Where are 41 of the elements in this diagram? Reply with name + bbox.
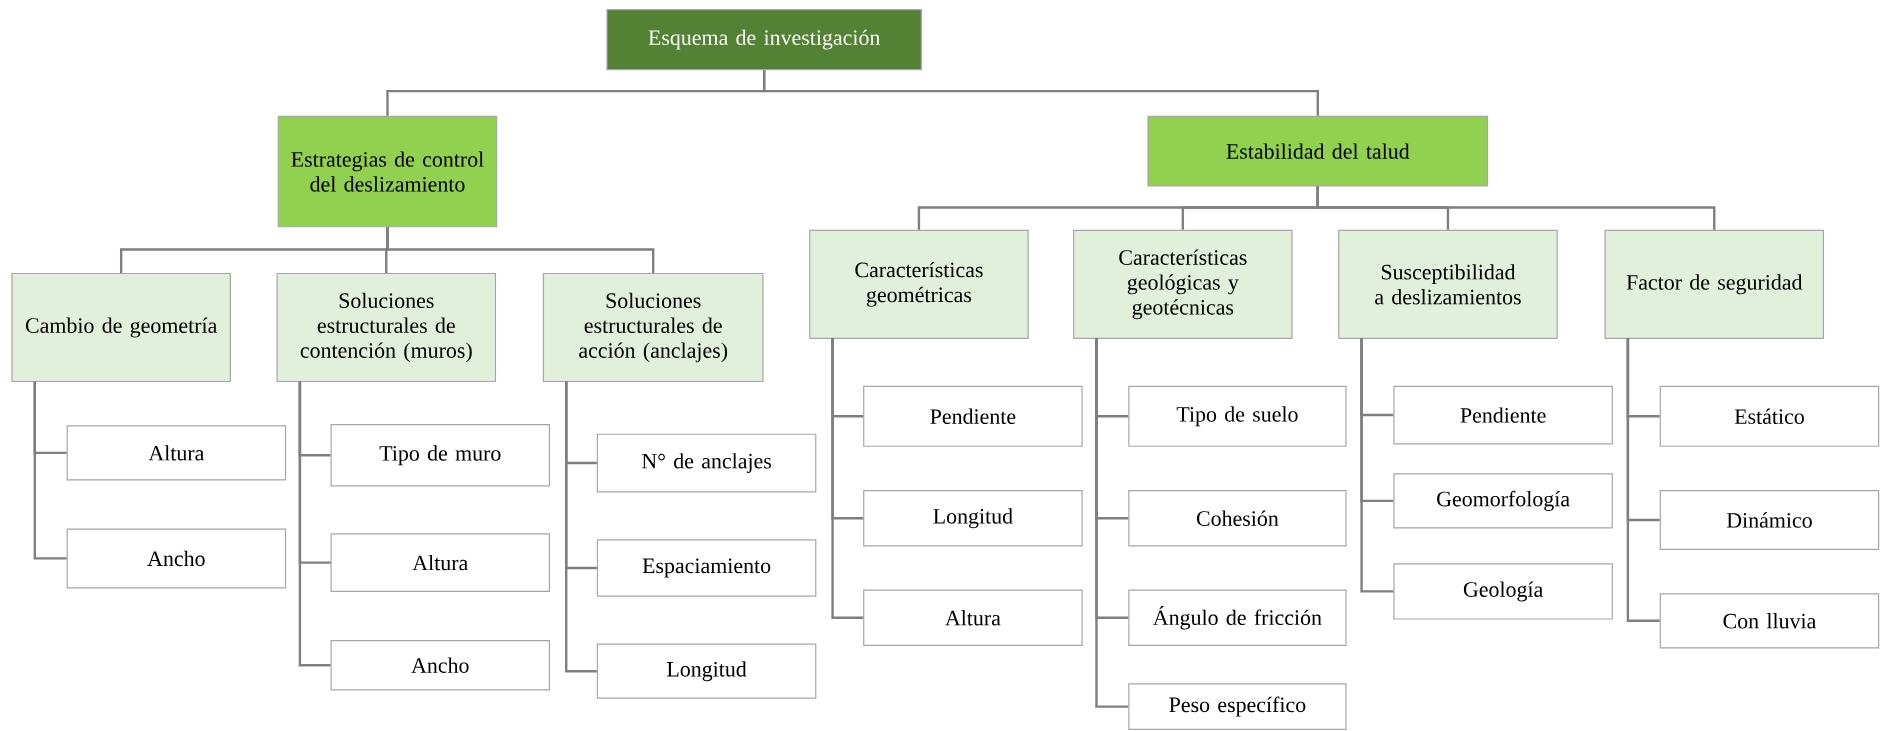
connector-line (1095, 338, 1129, 708)
item-box: Altura (330, 533, 551, 593)
item-box: Altura (66, 425, 287, 481)
item-box: Altura (863, 589, 1083, 647)
item-box: Tipo de suelo (1128, 385, 1347, 448)
item-box: Estático (1659, 385, 1880, 448)
connector-line (1626, 338, 1660, 623)
item-box: Ancho (330, 640, 551, 691)
connector-line (831, 338, 864, 620)
subcategory-box: Características geométricas (809, 229, 1029, 340)
item-box: Longitud (596, 643, 817, 699)
root-box: Esquema de investigación (606, 9, 922, 71)
category-box: Estrategias de control del deslizamiento (277, 116, 498, 228)
category-box: Estabilidad del talud (1147, 116, 1489, 187)
item-box: Con lluvia (1659, 593, 1880, 649)
item-box: Peso específico (1128, 683, 1347, 731)
subcategory-box: Cambio de geometría (11, 273, 231, 383)
item-box: Geomorfología (1393, 473, 1613, 529)
connector-line (762, 70, 1319, 116)
item-box: Ángulo de fricción (1128, 589, 1347, 647)
item-box: Tipo de muro (330, 424, 551, 487)
item-box: Geología (1393, 563, 1613, 620)
item-box: Ancho (66, 528, 287, 589)
item-box: Espaciamiento (596, 539, 817, 598)
item-box: Cohesión (1128, 490, 1347, 547)
item-box: N° de anclajes (596, 433, 817, 493)
connector-line (386, 227, 655, 274)
connector-line (1360, 338, 1394, 593)
subcategory-box: Soluciones estructurales de contención (muros) (276, 273, 497, 383)
subcategory-box: Soluciones estructurales de acción (anclajes) (542, 273, 764, 383)
item-box: Dinámico (1659, 490, 1880, 551)
connector-line (33, 381, 67, 560)
item-box: Pendiente (863, 385, 1083, 448)
item-box: Pendiente (1393, 385, 1613, 445)
subcategory-box: Factor de seguridad (1604, 229, 1825, 340)
connector-line (298, 381, 331, 667)
subcategory-box: Características geológicas y geotécnicas (1073, 229, 1293, 340)
subcategory-box: Susceptibilidad a deslizamientos (1338, 229, 1558, 340)
connector-line (565, 381, 597, 673)
connector-line (1316, 186, 1716, 230)
item-box: Longitud (863, 490, 1083, 547)
